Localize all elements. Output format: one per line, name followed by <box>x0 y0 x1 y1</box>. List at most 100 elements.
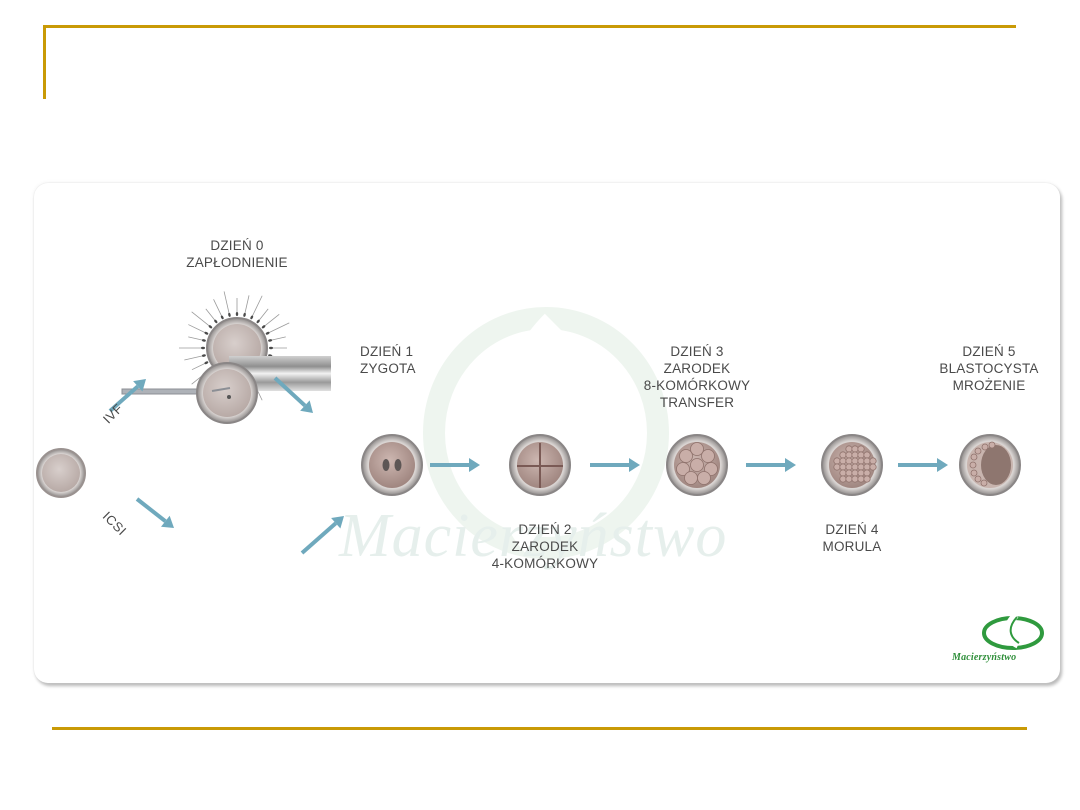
sperm-tail <box>265 322 290 335</box>
slide-frame-bottom-line <box>52 727 1027 730</box>
embryo-cell <box>981 443 989 451</box>
watermark-logo-icon <box>423 307 669 559</box>
arrow-to-day1-from-ivf-icon <box>273 376 313 413</box>
sperm-head <box>268 339 273 342</box>
embryo-cell <box>869 463 877 471</box>
blastocyst-icon <box>959 434 1021 496</box>
stage-label-day1: DZIEŃ 1 ZYGOTA <box>360 343 416 377</box>
stage-day2-line-2: ZARODEK <box>511 539 579 554</box>
arrow-day4-to-day5-icon <box>898 458 948 472</box>
embryo-cell <box>839 451 847 459</box>
sperm-head <box>265 331 270 335</box>
embryo-cell <box>851 469 859 477</box>
diagram-graphics <box>36 291 1044 650</box>
arrow-day3-to-day4-icon <box>746 458 796 472</box>
stage-day0-line-1: DZIEŃ 0 <box>210 238 264 253</box>
embryo-cell <box>869 457 877 465</box>
sperm-head <box>261 325 266 329</box>
embryo-cell <box>970 469 978 477</box>
embryo-cell <box>863 457 871 465</box>
embryo-cell <box>690 442 704 456</box>
watermark-text: Macierzyństwo <box>339 502 728 570</box>
embryo-cell <box>845 451 853 459</box>
embryo-cell <box>980 479 988 487</box>
embryo-cell <box>857 457 865 465</box>
stage-day3-line-2: ZARODEK <box>663 361 731 376</box>
embryo-cell <box>697 471 711 485</box>
oocyte-cell-icon <box>36 448 86 498</box>
embryo-cell <box>679 449 693 463</box>
sperm-head <box>201 354 206 357</box>
embryo-cell <box>845 457 853 465</box>
stage-day5-line-3: MROŻENIE <box>952 378 1026 393</box>
stage-day3-line-3: 8-KOMÓRKOWY <box>643 378 751 393</box>
stage-label-day2: DZIEŃ 2 ZARODEK 4-KOMÓRKOWY <box>490 521 600 572</box>
embryo-cell <box>851 451 859 459</box>
sperm-tail <box>223 291 231 317</box>
embryo-cell <box>845 445 853 453</box>
sperm-head <box>214 319 218 324</box>
sperm-head <box>250 315 254 320</box>
embryo-cell <box>833 463 841 471</box>
embryo-cell <box>974 447 982 455</box>
arrow-ivf-icon <box>108 379 146 413</box>
stage-label-day5: DZIEŃ 5 BLASTOCYSTA MROŻENIE <box>934 343 1044 394</box>
embryo-cell <box>857 451 865 459</box>
stage-label-day4: DZIEŃ 4 MORULA <box>802 521 902 555</box>
sperm-head <box>220 315 224 320</box>
sperm-head <box>269 346 273 350</box>
embryo-cell <box>839 457 847 465</box>
stage-day4-line-1: DZIEŃ 4 <box>825 522 879 537</box>
embryo-cell <box>970 453 978 461</box>
logo-text: Macierzyństwo <box>952 652 1017 663</box>
icsi-injection-icon <box>121 356 331 424</box>
stage-label-day3: DZIEŃ 3 ZARODEK 8-KOMÓRKOWY TRANSFER <box>642 343 752 411</box>
stage-label-day0: DZIEŃ 0 ZAPŁODNIENIE <box>182 237 292 271</box>
sperm-head <box>228 312 231 317</box>
arrow-icsi-icon <box>135 497 174 528</box>
embryo-cell <box>845 469 853 477</box>
embryo-cell <box>839 475 847 483</box>
embryo-cell <box>851 457 859 465</box>
slide-frame-left-line <box>43 25 46 99</box>
embryo-cell <box>863 463 871 471</box>
embryo-cell <box>857 463 865 471</box>
slide-frame-top-line <box>43 25 1016 28</box>
morula-icon <box>821 434 883 496</box>
stage-day1-line-2: ZYGOTA <box>360 361 416 376</box>
arrow-day2-to-day3-icon <box>590 458 640 472</box>
embryo-cell <box>701 449 715 463</box>
sperm-head <box>201 339 206 342</box>
sperm-head <box>256 319 260 324</box>
embryo-cell <box>857 445 865 453</box>
embryo-cell <box>690 458 704 472</box>
embryo-cell <box>839 469 847 477</box>
zygote-cell-icon <box>361 434 423 496</box>
macierzynstwo-logo-icon <box>982 612 1044 650</box>
embryo-cell <box>851 475 859 483</box>
four-cell-embryo-icon <box>509 434 571 496</box>
sperm-tail <box>191 311 213 329</box>
embryo-cell <box>857 475 865 483</box>
stage-day5-line-1: DZIEŃ 5 <box>962 344 1016 359</box>
stage-day3-line-1: DZIEŃ 3 <box>670 344 724 359</box>
stage-day2-line-1: DZIEŃ 2 <box>518 522 572 537</box>
embryo-cell <box>974 475 982 483</box>
sperm-head <box>201 346 205 350</box>
sperm-head <box>208 325 213 329</box>
embryo-cell <box>988 441 996 449</box>
embryo-cell <box>851 463 859 471</box>
stage-day1-line-1: DZIEŃ 1 <box>360 344 414 359</box>
embryo-cell <box>969 461 977 469</box>
embryo-cell <box>839 463 847 471</box>
embryo-cell <box>857 469 865 477</box>
embryo-cell <box>863 469 871 477</box>
sperm-tail <box>250 295 263 320</box>
embryo-cell <box>845 463 853 471</box>
embryo-cell <box>833 457 841 465</box>
embryo-development-diagram: Macierzyństwo <box>34 183 1060 683</box>
sperm-head <box>204 361 209 365</box>
embryo-cell <box>845 475 853 483</box>
stage-day4-line-2: MORULA <box>822 539 882 554</box>
stage-day5-line-2: BLASTOCYSTA <box>939 361 1039 376</box>
